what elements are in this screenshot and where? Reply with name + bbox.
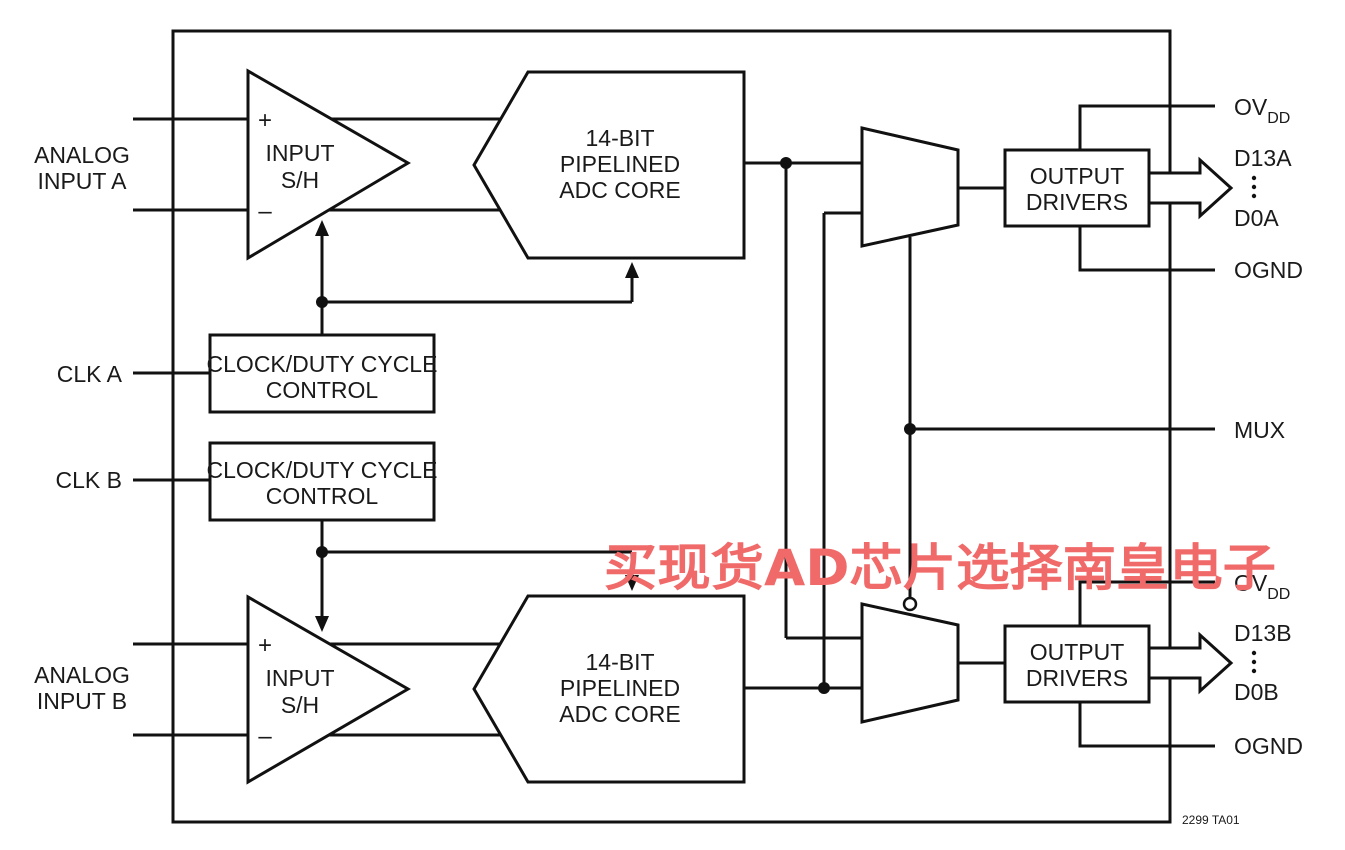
d0b-label: D0B (1234, 679, 1279, 705)
mux-label: MUX (1234, 417, 1285, 443)
ognd-a-label: OGND (1234, 257, 1303, 283)
adc-a-label-line1: 14-BIT (585, 125, 654, 151)
clock-a-label-line1: CLOCK/DUTY CYCLE (207, 351, 438, 377)
inverting-bubble (902, 596, 918, 612)
ognd-b-wire (1078, 702, 1215, 748)
sh-a-minus-sign: – (258, 198, 272, 225)
ovdd-b-label: OVDD (1234, 570, 1290, 603)
watermark-text: 买现货AD芯片选择南皇电子 (604, 539, 1276, 597)
ovdd-b-wire (1078, 580, 1215, 626)
analog-input-b-label-line2: INPUT B (37, 688, 127, 714)
adc-b-label-line1: 14-BIT (585, 649, 654, 675)
sh-a-label-line1: INPUT (266, 140, 335, 166)
output-bus-arrow-b (1147, 631, 1234, 695)
analog-input-b-label-line1: ANALOG (34, 662, 130, 688)
drivers-b-label-line2: DRIVERS (1026, 665, 1128, 691)
ellipsis-dot (1251, 659, 1257, 665)
adc-core-b (472, 594, 746, 784)
ellipsis-dot (1251, 650, 1257, 656)
arrow-to-sh-b (315, 616, 329, 632)
sample-hold-a (246, 68, 411, 261)
adc-a-label-line3: ADC CORE (559, 177, 680, 203)
ellipsis-dot (1251, 184, 1257, 190)
sh-b-plus-sign: + (258, 632, 272, 659)
sh-a-label-line2: S/H (281, 167, 319, 193)
clock-a-label-line2: CONTROL (266, 377, 379, 403)
ovdd-b-main: OV (1234, 570, 1268, 596)
ellipsis-dot (1251, 193, 1257, 199)
d13a-label: D13A (1234, 145, 1292, 171)
d13b-label: D13B (1234, 620, 1292, 646)
junction-dot (904, 423, 916, 435)
ellipsis-dot (1251, 668, 1257, 674)
ovdd-a-label: OVDD (1234, 94, 1290, 127)
drivers-b-label-line1: OUTPUT (1030, 639, 1125, 665)
output-drivers-b (1003, 624, 1151, 704)
mux-a (860, 126, 960, 248)
mux-b (860, 602, 960, 724)
clock-b-label-line2: CONTROL (266, 483, 379, 509)
ellipsis-dot (1251, 175, 1257, 181)
arrow-to-adc-a (625, 262, 639, 278)
clock-control-b (208, 441, 436, 522)
d0a-label: D0A (1234, 205, 1279, 231)
drivers-a-label-line1: OUTPUT (1030, 163, 1125, 189)
arrow-to-sh-a (315, 220, 329, 236)
ovdd-a-wire (1078, 104, 1215, 150)
arrow-to-adc-b (625, 575, 639, 591)
sh-b-minus-sign: – (258, 723, 272, 750)
adc-a-label-line2: PIPELINED (560, 151, 680, 177)
clock-b-label-line1: CLOCK/DUTY CYCLE (207, 457, 438, 483)
clock-control-a (208, 333, 436, 414)
figure-id: 2299 TA01 (1182, 813, 1240, 827)
ognd-a-wire (1078, 226, 1215, 272)
junction-dot (316, 546, 328, 558)
drivers-a-label-line2: DRIVERS (1026, 189, 1128, 215)
junction-dot (316, 296, 328, 308)
adc-core-a (472, 70, 746, 260)
sh-a-plus-sign: + (258, 107, 272, 134)
analog-input-a-label-line1: ANALOG (34, 142, 130, 168)
ognd-b-label: OGND (1234, 733, 1303, 759)
adc-b-label-line2: PIPELINED (560, 675, 680, 701)
sh-b-label-line1: INPUT (266, 665, 335, 691)
sample-hold-b (246, 594, 411, 785)
clk-a-label: CLK A (57, 361, 123, 387)
ovdd-a-main: OV (1234, 94, 1268, 120)
ovdd-a-subscript: DD (1267, 110, 1290, 127)
sh-b-label-line2: S/H (281, 692, 319, 718)
clk-b-label: CLK B (56, 467, 122, 493)
analog-input-a-label-line2: INPUT A (37, 168, 127, 194)
adc-b-label-line3: ADC CORE (559, 701, 680, 727)
output-bus-arrow-a (1147, 156, 1234, 220)
ovdd-b-subscript: DD (1267, 586, 1290, 603)
